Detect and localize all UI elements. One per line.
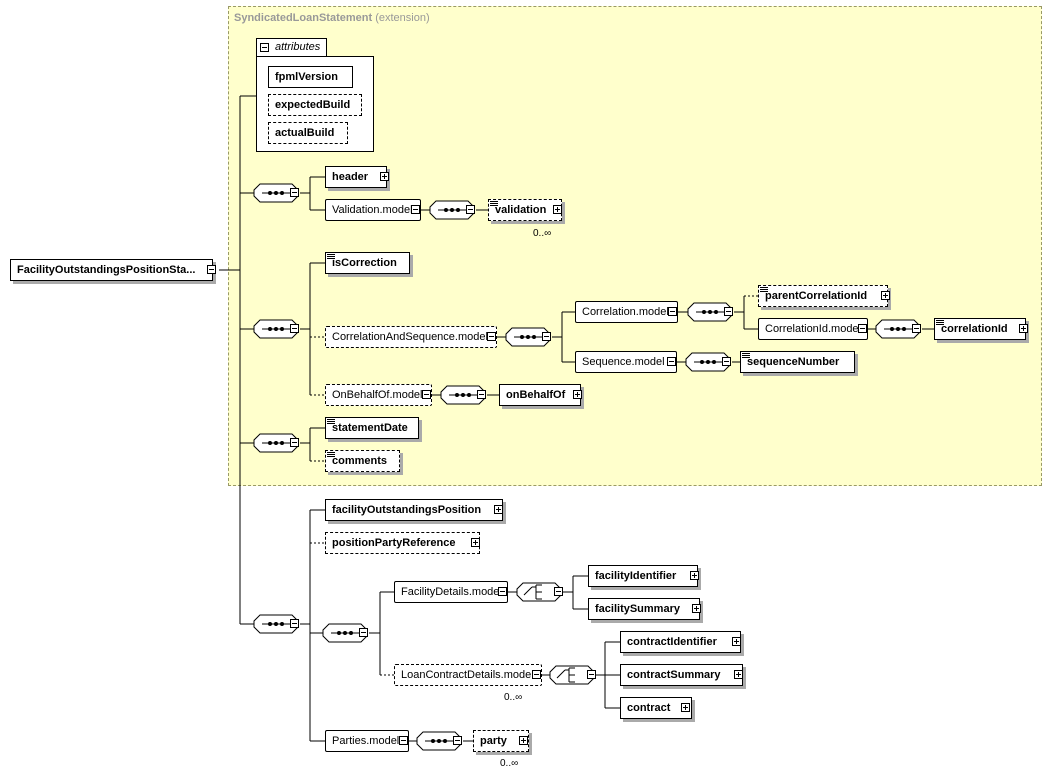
element-statementdate[interactable]: statementDate bbox=[325, 417, 419, 439]
model-loancontractdetails[interactable]: LoanContractDetails.model bbox=[394, 664, 542, 686]
cardinality-party: 0..∞ bbox=[500, 758, 519, 769]
collapse-icon[interactable] bbox=[668, 307, 677, 316]
element-facilitysummary[interactable]: facilitySummary bbox=[588, 598, 700, 620]
attribute-expectedbuild[interactable]: expectedBuild bbox=[268, 94, 362, 116]
element-contract[interactable]: contract bbox=[620, 697, 692, 719]
element-positionpartyreference[interactable]: positionPartyReference bbox=[325, 532, 480, 554]
model-facilitydetails[interactable]: FacilityDetails.model bbox=[394, 581, 508, 603]
collapse-icon[interactable] bbox=[554, 587, 563, 596]
expand-icon[interactable] bbox=[573, 390, 582, 399]
collapse-icon[interactable] bbox=[399, 736, 408, 745]
collapse-icon[interactable] bbox=[207, 265, 216, 274]
element-parentcorrelationid[interactable]: parentCorrelationId bbox=[758, 285, 888, 307]
expand-icon[interactable] bbox=[519, 736, 528, 745]
collapse-icon[interactable] bbox=[290, 438, 299, 447]
attribute-fpmlversion[interactable]: fpmlVersion bbox=[268, 66, 353, 88]
cardinality-loancontractdetails: 0..∞ bbox=[504, 692, 523, 703]
collapse-icon[interactable] bbox=[667, 357, 676, 366]
attributes-label: attributes bbox=[275, 41, 321, 53]
region-title: SyndicatedLoanStatement (extension) bbox=[234, 12, 430, 24]
region-title-sub: (extension) bbox=[375, 12, 430, 24]
expand-icon[interactable] bbox=[471, 538, 480, 547]
element-sequencenumber[interactable]: sequenceNumber bbox=[740, 351, 855, 373]
root-element[interactable]: FacilityOutstandingsPositionSta... bbox=[10, 259, 213, 281]
collapse-icon[interactable] bbox=[587, 670, 596, 679]
collapse-icon[interactable] bbox=[422, 390, 431, 399]
expand-icon[interactable] bbox=[690, 571, 699, 580]
collapse-icon[interactable] bbox=[290, 188, 299, 197]
collapse-icon[interactable] bbox=[532, 670, 541, 679]
element-validation[interactable]: validation bbox=[488, 199, 562, 221]
model-parties[interactable]: Parties.model bbox=[325, 730, 409, 752]
collapse-icon[interactable] bbox=[498, 587, 507, 596]
element-contractidentifier[interactable]: contractIdentifier bbox=[620, 631, 741, 653]
expand-icon[interactable] bbox=[553, 205, 562, 214]
model-onbehalfof[interactable]: OnBehalfOf.model bbox=[325, 384, 432, 406]
model-validation[interactable]: Validation.model bbox=[325, 199, 421, 221]
expand-icon[interactable] bbox=[732, 637, 741, 646]
collapse-icon[interactable] bbox=[487, 332, 496, 341]
collapse-icon[interactable] bbox=[359, 628, 368, 637]
element-facilityidentifier[interactable]: facilityIdentifier bbox=[588, 565, 698, 587]
cardinality-validation: 0..∞ bbox=[533, 228, 552, 239]
element-comments[interactable]: comments bbox=[325, 450, 400, 472]
expand-icon[interactable] bbox=[734, 670, 743, 679]
collapse-icon[interactable] bbox=[722, 357, 731, 366]
collapse-icon[interactable] bbox=[858, 324, 867, 333]
attribute-actualbuild[interactable]: actualBuild bbox=[268, 122, 348, 144]
model-correlationid[interactable]: CorrelationId.model bbox=[758, 318, 868, 340]
model-sequence[interactable]: Sequence.model bbox=[575, 351, 677, 373]
collapse-icon[interactable] bbox=[453, 736, 462, 745]
element-iscorrection[interactable]: isCorrection bbox=[325, 252, 410, 274]
collapse-icon[interactable] bbox=[912, 324, 921, 333]
collapse-icon[interactable] bbox=[290, 619, 299, 628]
attributes-tab[interactable] bbox=[256, 38, 327, 57]
region-title-name: SyndicatedLoanStatement bbox=[234, 12, 373, 24]
collapse-icon[interactable] bbox=[724, 307, 733, 316]
element-contractsummary[interactable]: contractSummary bbox=[620, 664, 743, 686]
element-correlationid[interactable]: correlationId bbox=[934, 318, 1026, 340]
collapse-icon[interactable] bbox=[477, 390, 486, 399]
expand-icon[interactable] bbox=[1019, 324, 1028, 333]
element-header[interactable]: header bbox=[325, 166, 387, 188]
collapse-icon[interactable] bbox=[290, 324, 299, 333]
element-facilityoutstandingsposition[interactable]: facilityOutstandingsPosition bbox=[325, 499, 503, 521]
model-correlation[interactable]: Correlation.model bbox=[575, 301, 678, 323]
element-onbehalfof[interactable]: onBehalfOf bbox=[499, 384, 581, 406]
expand-icon[interactable] bbox=[692, 604, 701, 613]
collapse-icon[interactable] bbox=[411, 205, 420, 214]
expand-icon[interactable] bbox=[380, 172, 389, 181]
expand-icon[interactable] bbox=[881, 291, 890, 300]
model-correlation-and-sequence[interactable]: CorrelationAndSequence.model bbox=[325, 326, 497, 348]
collapse-icon[interactable] bbox=[260, 43, 269, 52]
expand-icon[interactable] bbox=[681, 703, 690, 712]
collapse-icon[interactable] bbox=[542, 332, 551, 341]
collapse-icon[interactable] bbox=[466, 205, 475, 214]
element-party[interactable]: party bbox=[473, 730, 529, 752]
expand-icon[interactable] bbox=[494, 505, 503, 514]
